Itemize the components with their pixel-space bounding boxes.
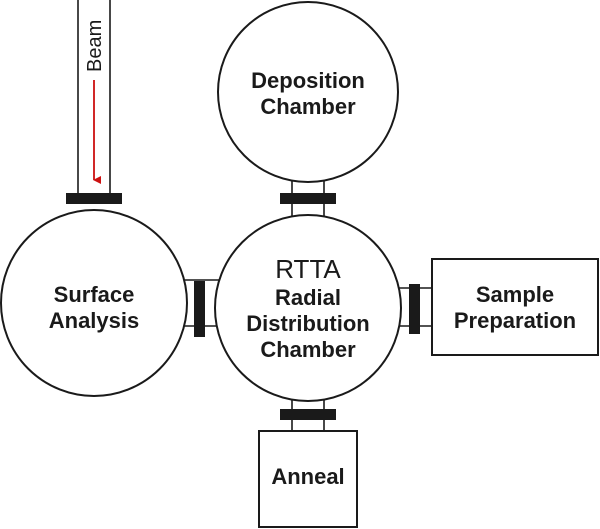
anneal-label-line1: Anneal	[271, 464, 344, 489]
beam-label: Beam	[84, 20, 106, 72]
rtta-chamber	[214, 214, 402, 402]
surface-analysis-chamber	[0, 209, 188, 397]
sample-gate-valve	[409, 284, 420, 334]
rtta-label-line4: Chamber	[260, 337, 356, 362]
rtta-label-line1: RTTA	[275, 254, 341, 284]
beam-tube	[77, 0, 111, 195]
deposition-label-line1: Deposition	[251, 68, 365, 93]
sample-label-line2: Preparation	[454, 308, 576, 333]
rtta-label-line3: Distribution	[246, 311, 369, 336]
deposition-chamber	[217, 1, 399, 183]
surface-label-line1: Surface	[54, 282, 135, 307]
deposition-label-line2: Chamber	[260, 94, 356, 119]
anneal-box	[258, 430, 358, 528]
rtta-label-line2: Radial	[275, 285, 341, 310]
sample-preparation-box	[431, 258, 599, 356]
deposition-gate-valve	[280, 193, 336, 204]
sample-label-line1: Sample	[476, 282, 554, 307]
surface-gate-valve	[194, 281, 205, 337]
surface-label-line2: Analysis	[49, 308, 140, 333]
beam-gate-valve	[66, 193, 122, 204]
anneal-gate-valve	[280, 409, 336, 420]
